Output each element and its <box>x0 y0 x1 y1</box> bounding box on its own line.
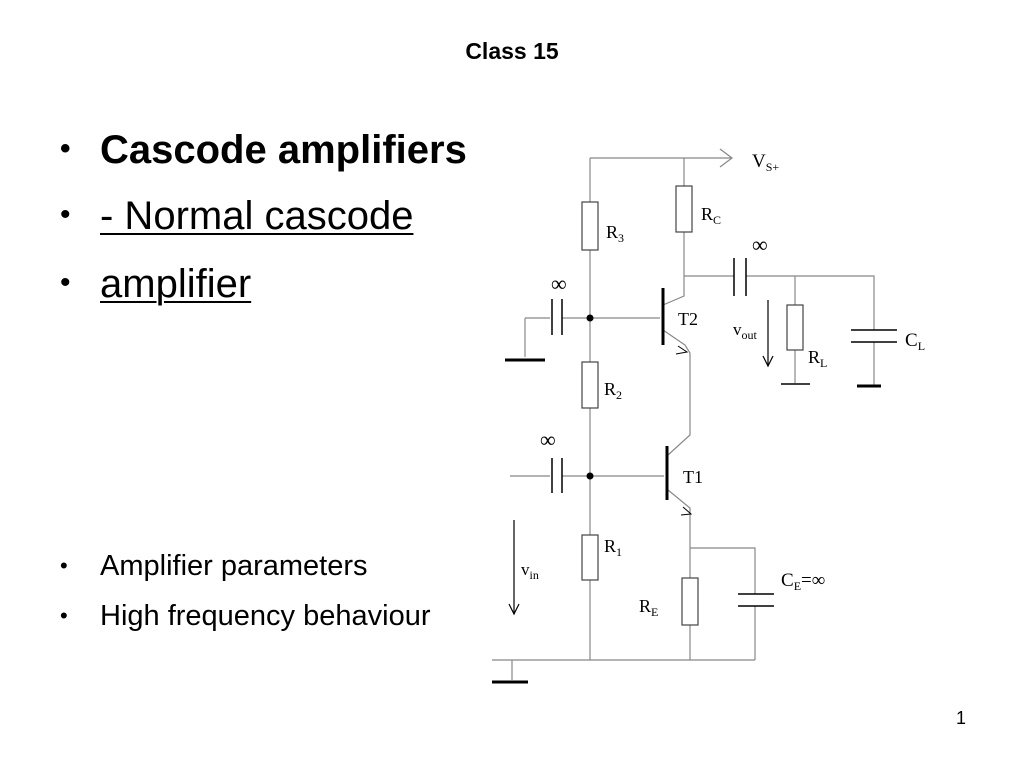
bullet-link-text[interactable]: amplifier <box>100 262 252 306</box>
resistor-re <box>681 577 699 626</box>
junction-dot-base2 <box>586 314 594 322</box>
bullet-link-text[interactable]: - Normal cascode <box>100 194 414 238</box>
bullet-high-frequency: • High frequency behaviour <box>60 600 431 633</box>
label-rl: RL <box>808 347 827 370</box>
resistor-rl <box>786 304 804 351</box>
label-rc: RC <box>701 204 721 227</box>
bullet-text: High frequency behaviour <box>100 600 431 632</box>
bullet-cascode-amplifiers: • Cascode amplifiers <box>60 128 467 173</box>
label-t2: T2 <box>678 309 698 329</box>
t2-emitter-arrow <box>675 345 689 355</box>
label-r2: R2 <box>604 379 622 402</box>
label-ce: CE=∞ <box>781 570 825 593</box>
label-vin: vin <box>521 560 539 582</box>
page-number: 1 <box>955 708 966 728</box>
label-inf-output-cap: ∞ <box>752 232 768 257</box>
bullet-text: Cascode amplifiers <box>100 128 467 172</box>
capacitor-ce <box>738 593 774 607</box>
bullet-amplifier-parameters: • Amplifier parameters <box>60 550 368 583</box>
resistor-r2 <box>581 361 599 409</box>
label-t1: T1 <box>683 467 703 487</box>
label-inf-base2-cap: ∞ <box>551 271 567 296</box>
bullet-normal-cascode-link[interactable]: • - Normal cascode <box>60 194 414 239</box>
vout-arrow <box>762 300 774 368</box>
t1-emitter-arrow <box>680 506 693 516</box>
capacitor-base2 <box>551 299 563 335</box>
capacitor-cl <box>851 329 897 343</box>
resistor-r1 <box>581 534 599 581</box>
vin-arrow <box>508 520 520 616</box>
bullet-dot: • <box>60 553 68 578</box>
label-r1: R1 <box>604 536 622 559</box>
label-r3: R3 <box>606 222 624 245</box>
label-re: RE <box>639 596 658 619</box>
bullet-dot: • <box>60 132 71 165</box>
bullet-dot: • <box>60 266 71 299</box>
label-inf-base1-cap: ∞ <box>540 427 556 452</box>
bullet-dot: • <box>60 603 68 628</box>
label-vout: vout <box>733 320 758 342</box>
resistor-r3 <box>581 201 599 251</box>
bullet-amplifier-link[interactable]: • amplifier <box>60 262 252 307</box>
bullet-dot: • <box>60 198 71 231</box>
junction-dot-base1 <box>586 472 594 480</box>
slide-title: Class 15 <box>465 38 559 64</box>
resistor-rc <box>675 185 693 233</box>
bullet-text: Amplifier parameters <box>100 550 368 582</box>
circuit-wires <box>492 148 875 680</box>
capacitor-base1 <box>551 458 563 493</box>
capacitor-output <box>733 258 747 296</box>
label-cl: CL <box>905 330 925 353</box>
label-vs-plus: VS+ <box>752 151 779 174</box>
